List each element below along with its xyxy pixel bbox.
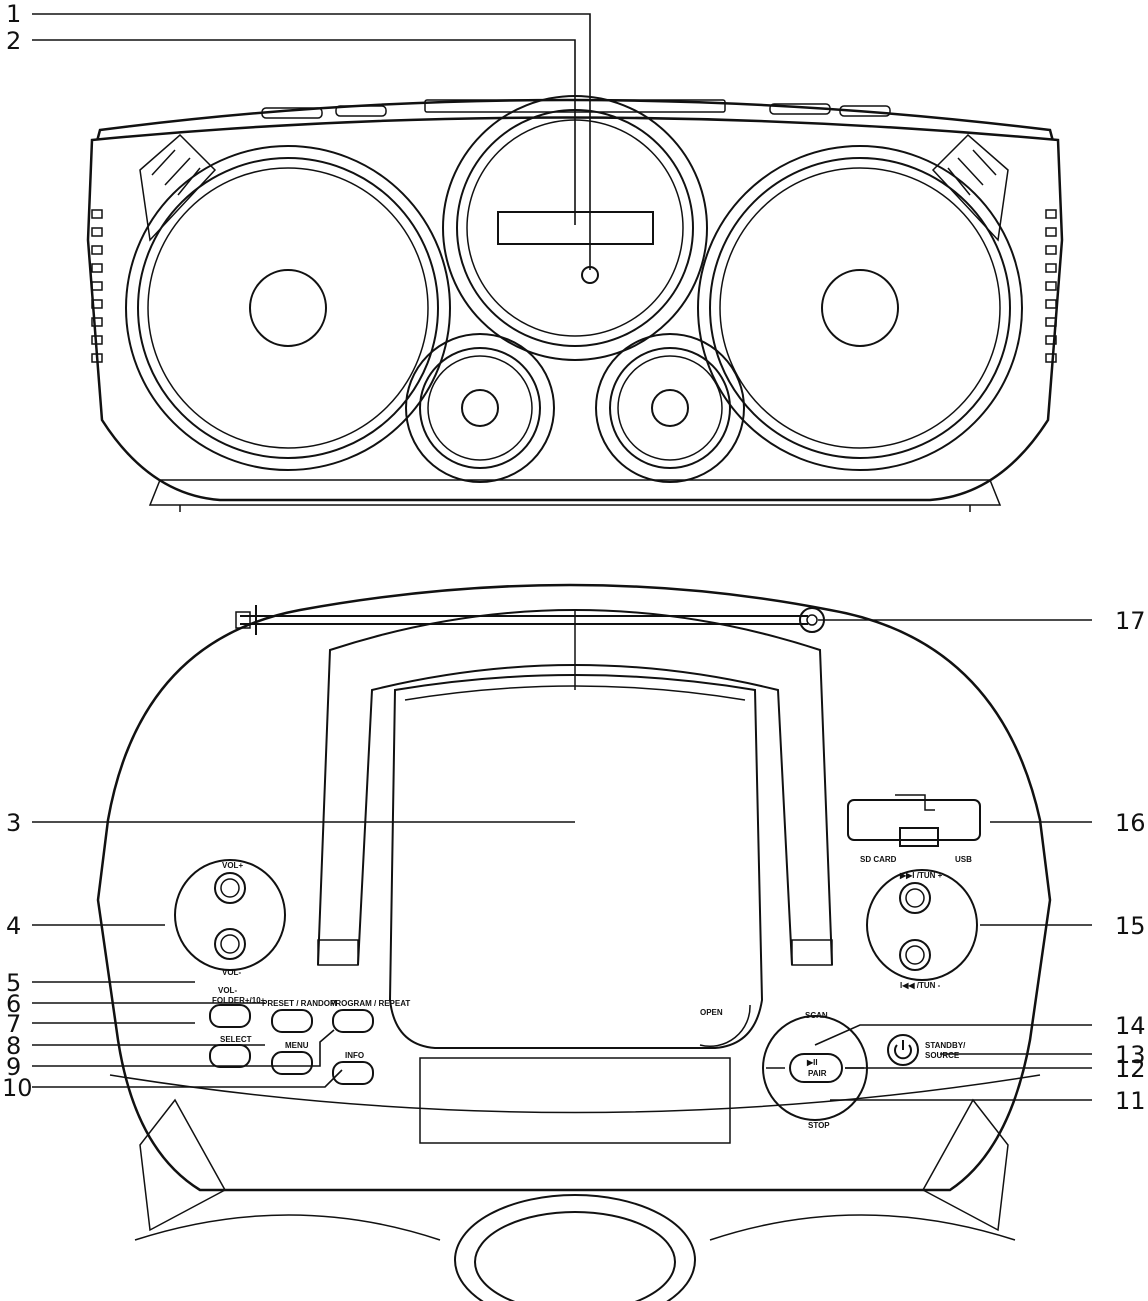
scan-label: SCAN	[805, 1011, 828, 1020]
callout-5: 5	[6, 969, 21, 997]
program-repeat-button[interactable]	[332, 1009, 374, 1033]
menu-button[interactable]	[271, 1051, 313, 1075]
open-label: OPEN	[700, 1008, 723, 1017]
right-tweeter	[595, 333, 745, 483]
program-label: PROGRAM / REPEAT	[330, 999, 410, 1008]
callout-9: 9	[6, 1053, 21, 1081]
callout-4: 4	[6, 912, 21, 940]
tun-down-label: I◀◀ /TUN -	[900, 981, 941, 990]
play-pause-pair-button[interactable]	[789, 1053, 843, 1083]
usb-label: USB	[955, 855, 972, 864]
menu-label: MENU	[285, 1041, 309, 1050]
top-view: OPEN SD CARD USB VOL+ VOL-	[96, 583, 1052, 1301]
preset-random-button[interactable]	[271, 1009, 313, 1033]
tun-up-label: ▶▶I /TUN +	[899, 871, 943, 880]
vol-minus-label: VOL-	[222, 968, 241, 977]
volume-cluster: VOL+ VOL-	[174, 859, 286, 977]
callout-14: 14	[1115, 1012, 1146, 1040]
vol-plus-label: VOL+	[222, 861, 243, 870]
select-label: SELECT	[220, 1035, 252, 1044]
cd-lid	[388, 674, 764, 1049]
callout-2: 2	[6, 27, 21, 55]
callout-8: 8	[6, 1032, 21, 1060]
callout-numbers: 1 2 3 4 5 6 7 8 9 10 11 12 13 14 15 16 1…	[2, 0, 1146, 1115]
standby-group: STANDBY/ SOURCE	[887, 1034, 966, 1066]
left-button-group: VOL- FOLDER+/10+ PRESET / RANDOM PROGRAM…	[209, 986, 410, 1085]
folder-button[interactable]	[209, 1004, 251, 1028]
callout-7: 7	[6, 1010, 21, 1038]
pair-label: PAIR	[808, 1069, 827, 1078]
sd-card-label: SD CARD	[860, 855, 897, 864]
vol-minus-button[interactable]	[214, 928, 246, 960]
left-woofer	[125, 145, 451, 471]
front-panel-window	[419, 1057, 731, 1144]
source-label: SOURCE	[925, 1051, 960, 1060]
folder-label: FOLDER+/10+	[212, 996, 266, 1005]
info-button[interactable]	[332, 1061, 374, 1085]
usb-sd-slot: SD CARD USB	[847, 794, 981, 864]
callout-3: 3	[6, 809, 21, 837]
standby-label: STANDBY/	[925, 1041, 966, 1050]
callout-12: 12	[1115, 1055, 1146, 1083]
front-view	[86, 95, 1064, 512]
right-side-vents	[1045, 209, 1057, 363]
callout-1: 1	[6, 0, 21, 28]
next-tune-up-button[interactable]	[899, 882, 931, 914]
right-woofer	[697, 145, 1023, 471]
folder-top-label: VOL-	[218, 986, 237, 995]
tuning-cluster: ▶▶I /TUN + I◀◀ /TUN -	[866, 869, 978, 990]
leader-lines	[32, 13, 1092, 1101]
callout-16: 16	[1115, 809, 1146, 837]
power-icon	[894, 1040, 912, 1060]
callout-13: 13	[1115, 1041, 1146, 1069]
callout-11: 11	[1115, 1087, 1146, 1115]
info-label: INFO	[345, 1051, 364, 1060]
callout-15: 15	[1115, 912, 1146, 940]
prev-tune-down-button[interactable]	[899, 939, 931, 971]
preset-label: PRESET / RANDOM	[262, 999, 337, 1008]
left-tweeter	[405, 333, 555, 483]
standby-source-button[interactable]	[887, 1034, 919, 1066]
carry-handle	[317, 609, 833, 966]
vol-plus-button[interactable]	[214, 872, 246, 904]
left-side-vents	[91, 209, 103, 363]
play-pause-symbol: ▶II	[806, 1058, 818, 1067]
callout-17: 17	[1115, 607, 1146, 635]
callout-10: 10	[2, 1074, 33, 1102]
stop-label: STOP	[808, 1121, 830, 1130]
callout-6: 6	[6, 990, 21, 1018]
